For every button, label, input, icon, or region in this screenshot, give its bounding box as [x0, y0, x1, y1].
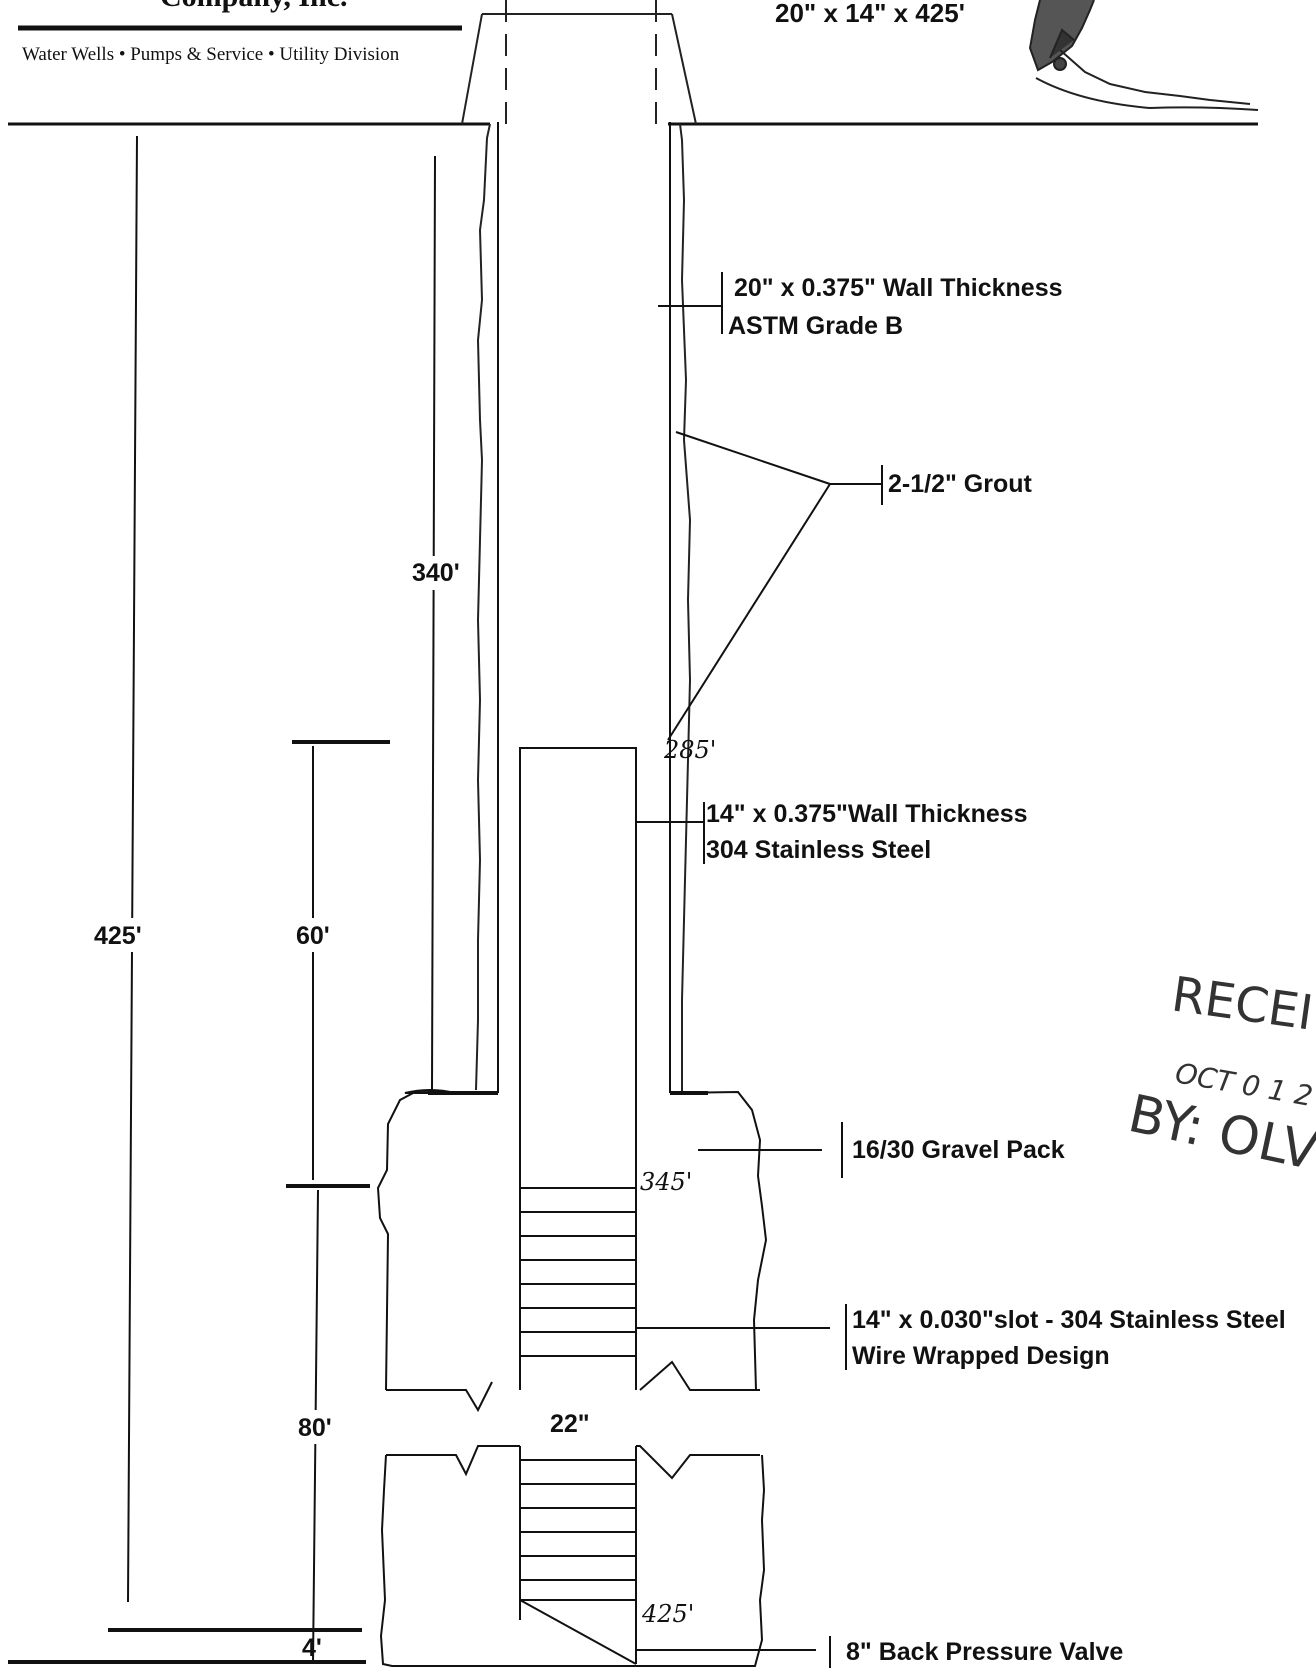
handwritten-screen-bottom: 425'	[641, 1600, 694, 1628]
inner-casing-label: 14" x 0.375"Wall Thickness	[706, 800, 1028, 828]
dim-total-depth: 425'	[94, 922, 142, 950]
inner-casing	[519, 747, 637, 1390]
screen-label: 14" x 0.030"slot - 304 Stainless Steel	[852, 1306, 1286, 1334]
leader-lines	[636, 272, 883, 1668]
valve-label: 8" Back Pressure Valve	[846, 1638, 1123, 1666]
company-name: Company, Inc.	[160, 0, 348, 13]
handwritten-screen-top: 345'	[640, 1168, 692, 1196]
received-stamp: RECEI OCT 0 1 2 BY: OLV	[1123, 966, 1316, 1182]
break-symbol	[386, 1360, 760, 1480]
dim-overlap: 60'	[296, 922, 330, 950]
gravel-pack-label: 16/30 Gravel Pack	[852, 1136, 1065, 1164]
surface-pad	[461, 0, 697, 125]
outer-casing-grade: ASTM Grade B	[728, 312, 903, 340]
well-size-title: 20" x 14" x 425'	[775, 0, 965, 28]
stamp-line-1: RECEI	[1168, 966, 1316, 1041]
drill-rig-icon	[1028, 0, 1259, 111]
well-screen	[519, 1187, 637, 1665]
dim-casing-depth: 340'	[412, 559, 460, 587]
grout-label: 2-1/2" Grout	[888, 470, 1032, 498]
outer-casing-label: 20" x 0.375" Wall Thickness	[734, 274, 1063, 302]
dim-bore-diameter: 22"	[550, 1410, 590, 1438]
handwritten-grout-depth: 285'	[663, 736, 716, 764]
grout-annulus	[475, 123, 692, 1092]
dim-screen-length: 80'	[298, 1414, 332, 1442]
outer-casing	[497, 122, 671, 1093]
screen-design: Wire Wrapped Design	[852, 1342, 1110, 1370]
company-tagline: Water Wells • Pumps & Service • Utility …	[22, 44, 400, 65]
dim-bottom: 4'	[302, 1634, 322, 1662]
dimension-lines	[8, 135, 436, 1665]
inner-casing-material: 304 Stainless Steel	[706, 836, 931, 864]
gravel-pack-bore	[376, 1089, 768, 1667]
